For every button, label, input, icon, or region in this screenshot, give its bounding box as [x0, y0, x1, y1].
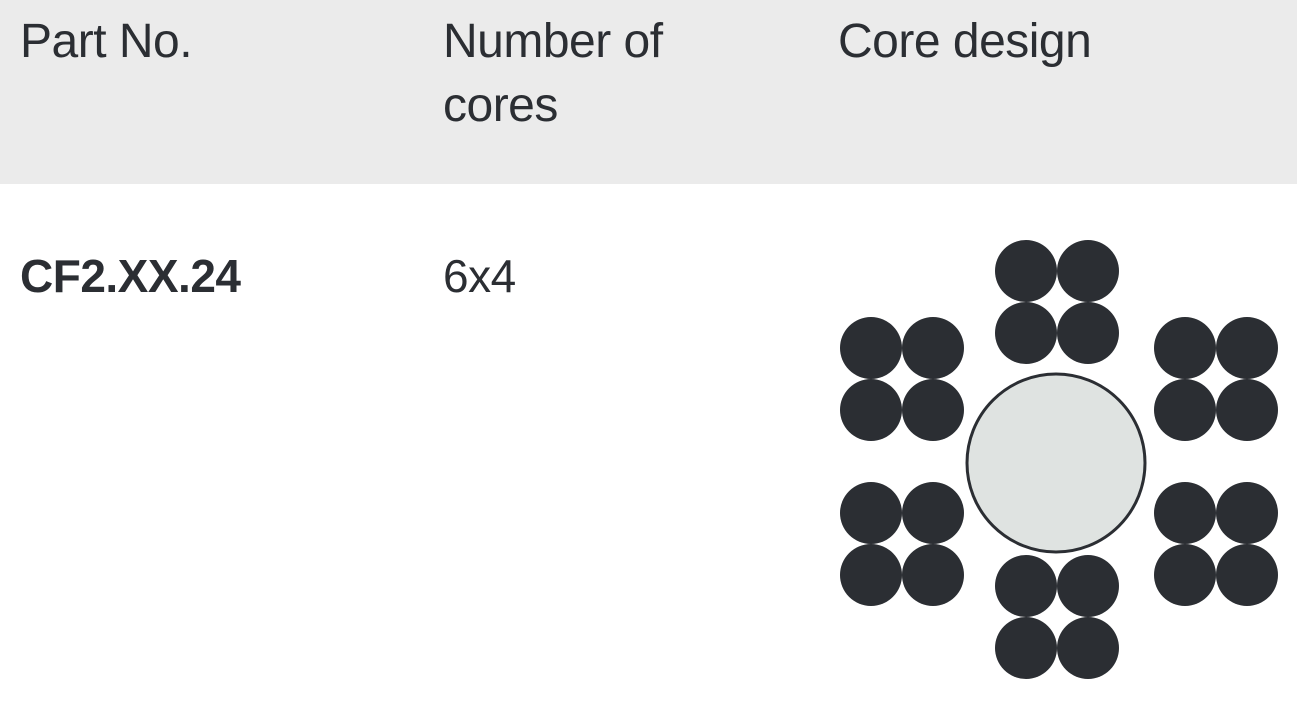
- core-conductor: [1154, 379, 1216, 441]
- header-number-of-cores-line1: Number of: [443, 15, 663, 68]
- core-conductor: [995, 555, 1057, 617]
- header-number-of-cores-line2: cores: [443, 79, 558, 132]
- core-conductor: [995, 302, 1057, 364]
- core-conductor: [1216, 317, 1278, 379]
- header-part-no: Part No.: [20, 10, 420, 74]
- core-conductor: [1154, 317, 1216, 379]
- core-conductor: [840, 544, 902, 606]
- core-conductor: [902, 482, 964, 544]
- core-conductor: [840, 317, 902, 379]
- core-conductor: [840, 379, 902, 441]
- core-conductor: [902, 544, 964, 606]
- cell-part-no: CF2.XX.24: [20, 250, 241, 302]
- core-conductor: [840, 482, 902, 544]
- core-conductor: [1057, 302, 1119, 364]
- core-group-lower-left: [840, 482, 964, 606]
- core-conductor: [1154, 482, 1216, 544]
- cell-number-of-cores: 6x4: [443, 250, 516, 302]
- core-conductor: [902, 317, 964, 379]
- center-filler: [965, 372, 1147, 554]
- header-number-of-cores: Number of cores: [443, 10, 803, 138]
- core-group-bottom: [995, 555, 1119, 679]
- core-conductor: [1057, 617, 1119, 679]
- core-group-upper-right: [1154, 317, 1278, 441]
- core-group-upper-left: [840, 317, 964, 441]
- core-conductor: [1154, 544, 1216, 606]
- core-conductor: [1057, 240, 1119, 302]
- cable-cross-section-6x4-icon: [830, 232, 1290, 686]
- core-conductor: [995, 617, 1057, 679]
- core-group-top: [995, 240, 1119, 364]
- core-conductor: [1216, 379, 1278, 441]
- core-group-lower-right: [1154, 482, 1278, 606]
- header-core-design: Core design: [838, 10, 1278, 74]
- header-part-no-label: Part No.: [20, 15, 193, 68]
- core-conductor: [1057, 555, 1119, 617]
- core-conductor: [1216, 544, 1278, 606]
- core-conductor: [1216, 482, 1278, 544]
- core-conductor: [902, 379, 964, 441]
- core-conductor: [995, 240, 1057, 302]
- core-design-svg: [840, 240, 1278, 679]
- header-core-design-label: Core design: [838, 15, 1092, 68]
- table-header-row: Part No. Number of cores Core design: [0, 0, 1297, 184]
